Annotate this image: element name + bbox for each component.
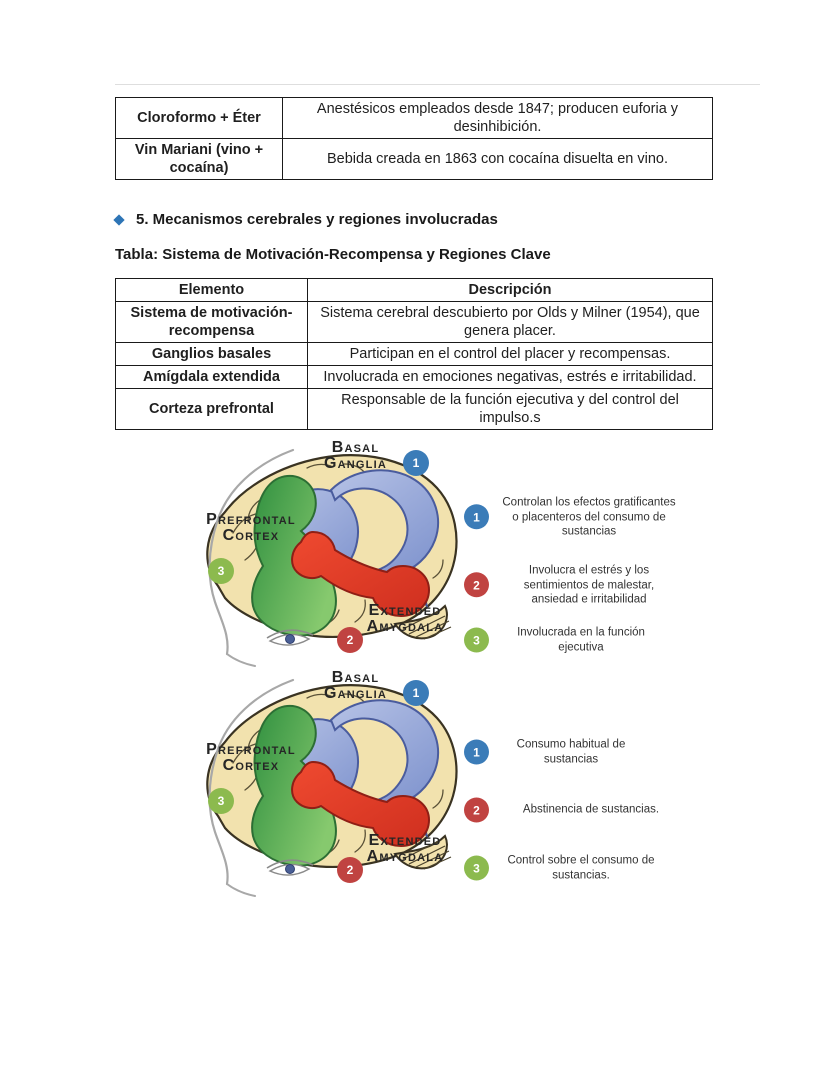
description-cell: Involucrada en emociones negativas, estr…	[307, 365, 713, 389]
table-title: Tabla: Sistema de Motivación-Recompensa …	[115, 246, 551, 263]
extended-amygdala-label-line1: Extended	[368, 832, 442, 849]
table-header-row: Elemento Descripción	[115, 278, 713, 302]
diamond-bullet-icon	[113, 213, 125, 226]
figure-marker-2: 2	[337, 857, 363, 883]
figure-marker-3: 3	[208, 788, 234, 814]
eye-icon	[266, 629, 314, 646]
table-row: Sistema de motivación-recompensa Sistema…	[115, 301, 713, 343]
extended-amygdala-shape	[291, 530, 431, 618]
substances-table: Cloroformo + Éter Anestésicos empleados …	[115, 97, 713, 180]
annotation-item: 1 Controlan los efectos gratificantes o …	[455, 495, 677, 539]
basal-ganglia-label: Basal Ganglia	[293, 440, 418, 472]
table-row: Ganglios basales Participan en el contro…	[115, 342, 713, 366]
annotation-marker-2: 2	[464, 797, 489, 823]
prefrontal-cortex-label-line2: Cortex	[222, 757, 280, 774]
annotation-item: 3 Involucrada en la función ejecutiva	[455, 626, 661, 655]
section-heading-text: 5. Mecanismos cerebrales y regiones invo…	[136, 211, 498, 228]
nose-line	[226, 653, 256, 667]
annotation-marker-1: 1	[464, 504, 489, 530]
prefrontal-cortex-label-line2: Cortex	[222, 527, 280, 544]
face-profile-line	[208, 678, 295, 886]
substance-term: Vin Mariani (vino + cocaína)	[115, 138, 283, 180]
element-cell: Ganglios basales	[115, 342, 308, 366]
annotation-item: 1 Consumo habitual de sustancias	[455, 738, 641, 767]
annotation-marker-3: 3	[464, 627, 489, 653]
annotation-text: Consumo habitual de sustancias	[516, 738, 626, 766]
extended-amygdala-label: Extended Amygdala	[335, 603, 475, 635]
reward-system-table: Elemento Descripción Sistema de motivaci…	[115, 278, 713, 430]
element-cell: Amígdala extendida	[115, 365, 308, 389]
basal-ganglia-label-line2: Ganglia	[323, 455, 387, 472]
annotation-text: Involucra el estrés y los sentimientos d…	[523, 564, 655, 606]
brain-illustration	[206, 678, 458, 897]
table-row: Corteza prefrontal Responsable de la fun…	[115, 388, 713, 430]
annotation-item: 2 Involucra el estrés y los sentimientos…	[455, 563, 677, 607]
basal-ganglia-label-line1: Basal	[331, 669, 380, 686]
column-header-element: Elemento	[115, 278, 308, 302]
brain-illustration	[206, 448, 458, 667]
column-header-description: Descripción	[307, 278, 713, 302]
section-heading: 5. Mecanismos cerebrales y regiones invo…	[113, 211, 498, 228]
prefrontal-cortex-label: Prefrontal Cortex	[181, 512, 321, 544]
figure-marker-3: 3	[208, 558, 234, 584]
brain-diagram-1: Basal Ganglia Prefrontal Cortex Extended…	[163, 438, 463, 668]
brain-diagram: Basal Ganglia Prefrontal Cortex Extended…	[163, 668, 463, 898]
annotation-marker-3: 3	[464, 855, 489, 881]
description-cell: Participan en el control del placer y re…	[307, 342, 713, 366]
substance-desc: Bebida creada en 1863 con cocaína disuel…	[282, 138, 713, 180]
extended-amygdala-shape	[291, 760, 431, 848]
basal-ganglia-label: Basal Ganglia	[293, 670, 418, 702]
page-crop-artifact-line	[115, 84, 760, 85]
brain-diagram-2: Basal Ganglia Prefrontal Cortex Extended…	[163, 668, 463, 898]
figure-marker-1: 1	[403, 450, 429, 476]
extended-amygdala-label-line2: Amygdala	[366, 848, 444, 865]
table-row: Vin Mariani (vino + cocaína) Bebida crea…	[115, 138, 713, 180]
brain-diagram: Basal Ganglia Prefrontal Cortex Extended…	[163, 438, 463, 668]
element-cell: Corteza prefrontal	[115, 388, 308, 430]
diagram-2-annotations: 1 Consumo habitual de sustancias 2 Absti…	[455, 668, 725, 898]
extended-amygdala-label-line1: Extended	[368, 602, 442, 619]
prefrontal-cortex-label: Prefrontal Cortex	[181, 742, 321, 774]
annotation-item: 3 Control sobre el consumo de sustancias…	[455, 854, 661, 883]
figure-marker-2: 2	[337, 627, 363, 653]
annotation-text: Abstinencia de sustancias.	[522, 803, 660, 816]
figure-marker-1: 1	[403, 680, 429, 706]
annotation-text: Controlan los efectos gratificantes o pl…	[502, 496, 676, 538]
substance-desc: Anestésicos empleados desde 1847; produc…	[282, 97, 713, 139]
annotation-text: Control sobre el consumo de sustancias.	[507, 854, 655, 882]
substance-term: Cloroformo + Éter	[115, 97, 283, 139]
extended-amygdala-label-line2: Amygdala	[366, 618, 444, 635]
eye-icon	[266, 859, 314, 876]
basal-ganglia-label-line1: Basal	[331, 439, 380, 456]
element-cell: Sistema de motivación-recompensa	[115, 301, 308, 343]
annotation-item: 2 Abstinencia de sustancias.	[455, 797, 681, 823]
cerebellum-striations	[402, 610, 452, 640]
description-cell: Sistema cerebral descubierto por Olds y …	[307, 301, 713, 343]
diagram-1-annotations: 1 Controlan los efectos gratificantes o …	[455, 438, 725, 668]
annotation-marker-2: 2	[464, 572, 489, 598]
prefrontal-cortex-label-line1: Prefrontal	[206, 741, 296, 758]
nose-line	[226, 883, 256, 897]
annotation-marker-1: 1	[464, 739, 489, 765]
face-profile-line	[208, 448, 295, 656]
prefrontal-cortex-label-line1: Prefrontal	[206, 511, 296, 528]
extended-amygdala-label: Extended Amygdala	[335, 833, 475, 865]
table-row: Cloroformo + Éter Anestésicos empleados …	[115, 97, 713, 139]
description-cell: Responsable de la función ejecutiva y de…	[307, 388, 713, 430]
cerebellum-striations	[402, 840, 452, 870]
annotation-text: Involucrada en la función ejecutiva	[517, 626, 645, 654]
table-row: Amígdala extendida Involucrada en emocio…	[115, 365, 713, 389]
basal-ganglia-label-line2: Ganglia	[323, 685, 387, 702]
